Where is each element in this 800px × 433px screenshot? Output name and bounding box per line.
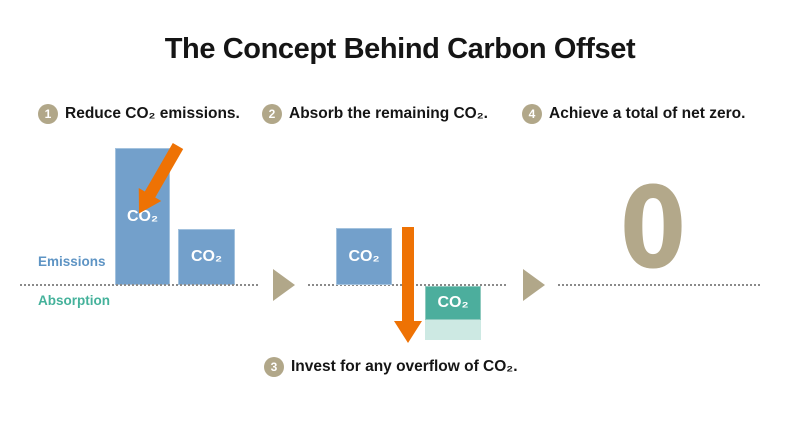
- baseline-dotted-segment-1: [20, 284, 258, 286]
- net-zero-value: 0: [619, 164, 687, 294]
- co2-label: CO₂: [126, 207, 159, 225]
- emission-bar-remaining: CO₂: [336, 228, 392, 285]
- arrow-down-icon: [394, 227, 422, 343]
- step-4-label: Achieve a total of net zero.: [549, 105, 746, 122]
- absorption-bar: CO₂: [425, 286, 481, 340]
- step-2-label: Absorb the remaining CO₂.: [289, 105, 488, 122]
- step-2-badge: 2: [262, 104, 282, 124]
- co2-label: CO₂: [348, 247, 380, 265]
- step-3-badge: 3: [264, 357, 284, 377]
- step-3-caption: 3 Invest for any overflow of CO₂.: [264, 357, 518, 377]
- step-4-caption: 4 Achieve a total of net zero.: [522, 104, 745, 124]
- absorption-bar-solid: CO₂: [425, 286, 481, 320]
- step-1-label: Reduce CO₂ emissions.: [65, 105, 240, 122]
- baseline-dotted-segment-3: [558, 284, 761, 286]
- absorption-bar-overflow: [425, 320, 481, 340]
- step-1-badge: 1: [38, 104, 58, 124]
- step-4-badge: 4: [522, 104, 542, 124]
- co2-label: CO₂: [437, 294, 469, 311]
- absorption-axis-label: Absorption: [38, 293, 110, 308]
- arrow-down-right-icon: [138, 143, 184, 214]
- step-3-label: Invest for any overflow of CO₂.: [291, 358, 518, 375]
- step-1-caption: 1 Reduce CO₂ emissions.: [38, 104, 240, 124]
- step-2-caption: 2 Absorb the remaining CO₂.: [262, 104, 488, 124]
- triangle-right-icon: [523, 269, 545, 301]
- page-title: The Concept Behind Carbon Offset: [164, 33, 636, 65]
- triangle-right-icon: [273, 269, 295, 301]
- emissions-axis-label: Emissions: [38, 254, 106, 269]
- co2-label: CO₂: [190, 248, 223, 265]
